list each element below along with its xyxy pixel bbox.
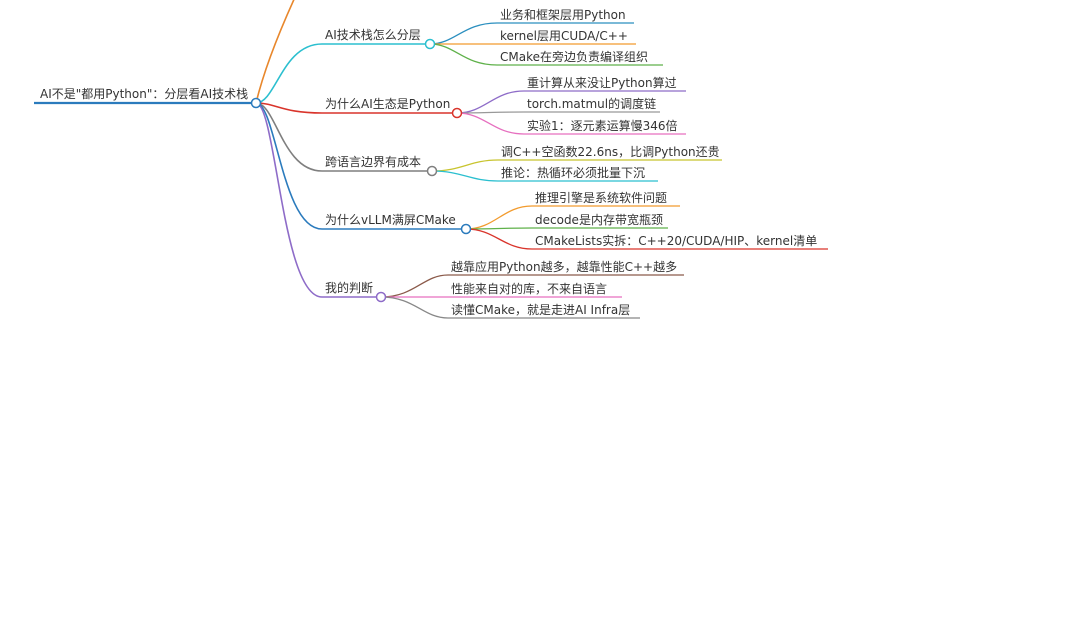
edge-root-b4 <box>255 102 323 298</box>
root-label: AI不是"都用Python"：分层看AI技术栈 <box>40 86 248 101</box>
leaf-label: torch.matmul的调度链 <box>527 96 656 111</box>
edge-b2-c1 <box>431 170 499 182</box>
branch-label: 为什么AI生态是Python <box>325 97 450 111</box>
leaf-label: CMakeLists实拆：C++20/CUDA/HIP、kernel清单 <box>535 233 817 248</box>
edge-b0-c2 <box>429 43 498 66</box>
edge-b1-c2 <box>456 112 525 135</box>
leaf-label: kernel层用CUDA/C++ <box>500 29 628 43</box>
branch-label: AI技术栈怎么分层 <box>325 27 421 42</box>
leaf-label: 业务和框架层用Python <box>500 7 626 22</box>
branch-collapse-toggle[interactable] <box>460 223 472 235</box>
edge-b3-c0 <box>465 205 533 230</box>
leaf-label: 推论：热循环必须批量下沉 <box>501 165 645 180</box>
edge-b0-c0 <box>429 22 498 45</box>
leaf-label: CMake在旁边负责编译组织 <box>500 49 648 64</box>
collapse-toggles <box>250 38 472 303</box>
edge-root-b0 <box>255 43 323 104</box>
leaf-label: 读懂CMake，就是走进AI Infra层 <box>451 303 630 317</box>
leaf-label: 推理引擎是系统软件问题 <box>535 190 667 205</box>
edge-b4-c0 <box>380 274 449 298</box>
leaf-label: decode是内存带宽瓶颈 <box>535 212 663 227</box>
branch-collapse-toggle[interactable] <box>375 291 387 303</box>
branch-collapse-toggle[interactable] <box>451 107 463 119</box>
edge-b3-c2 <box>465 228 533 250</box>
leaf-label: 性能来自对的库，不来自语言 <box>451 281 607 296</box>
branch-collapse-toggle[interactable] <box>424 38 436 50</box>
edge-b1-c0 <box>456 90 525 114</box>
root-collapse-toggle[interactable] <box>250 97 262 109</box>
node-underlines <box>34 22 828 319</box>
leaf-label: 越靠应用Python越多，越靠性能C++越多 <box>451 259 677 274</box>
edge-root-offscreen <box>255 0 295 104</box>
edge-root-b3 <box>255 102 323 230</box>
branch-label: 为什么vLLM满屏CMake <box>325 213 456 227</box>
branch-label: 跨语言边界有成本 <box>325 155 421 169</box>
branch-label: 我的判断 <box>325 280 373 295</box>
edge-b4-c2 <box>380 296 449 319</box>
edge-root-b2 <box>255 102 323 172</box>
leaf-label: 重计算从来没让Python算过 <box>527 75 677 90</box>
mind-map-edges <box>255 0 533 319</box>
leaf-label: 调C++空函数22.6ns，比调Python还贵 <box>501 144 720 159</box>
edge-b2-c0 <box>431 159 499 172</box>
node-labels: AI不是"都用Python"：分层看AI技术栈 AI技术栈怎么分层 为什么AI生… <box>40 7 817 317</box>
leaf-label: 实验1：逐元素运算慢346倍 <box>527 118 678 133</box>
branch-collapse-toggle[interactable] <box>426 165 438 177</box>
